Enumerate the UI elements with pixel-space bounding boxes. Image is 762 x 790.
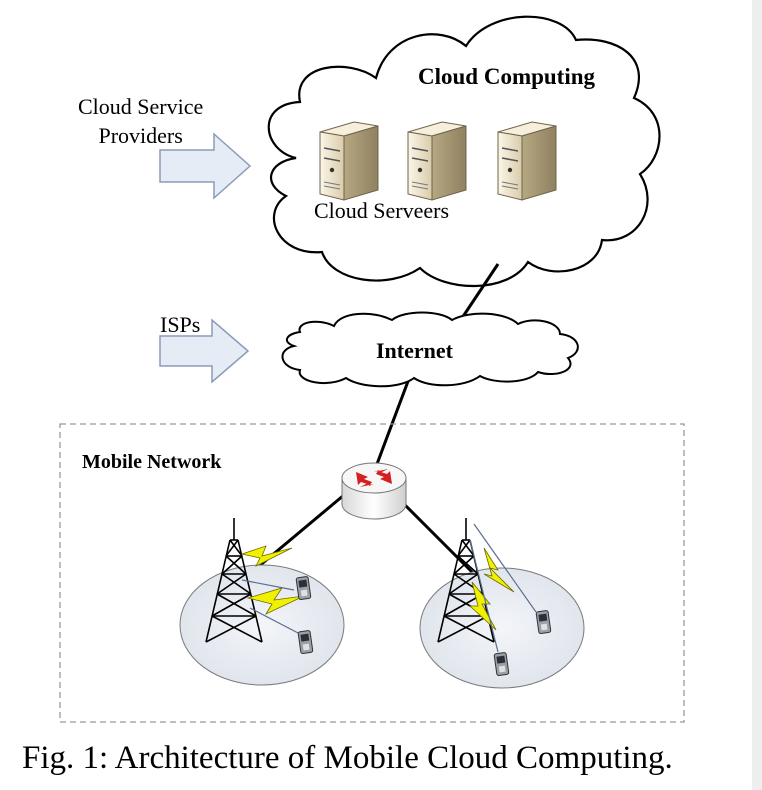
router-icon	[341, 462, 407, 520]
signal-line	[473, 523, 537, 613]
cell-coverage-right	[419, 567, 585, 689]
isps-label: ISPs	[160, 312, 201, 337]
mobile-phone-icon	[297, 630, 314, 655]
server-icon	[407, 121, 467, 201]
mobile-phone-icon	[535, 610, 552, 635]
signal-line	[241, 579, 295, 591]
mobile-phone-icon	[493, 652, 510, 677]
internet-cloud	[281, 311, 579, 388]
mobile-network-box	[59, 423, 685, 723]
link-router-tower-right	[398, 498, 476, 576]
lightning-icon	[240, 545, 293, 567]
isps-arrow	[159, 318, 250, 384]
mobile-network-label: Mobile Network	[82, 451, 222, 473]
page-edge-strip	[752, 0, 762, 790]
cloud-computing-label: Cloud Computing	[418, 64, 596, 89]
signal-line	[249, 607, 301, 635]
mobile-phone-icon	[295, 576, 312, 601]
lightning-icon	[483, 547, 515, 593]
server-icon	[319, 121, 379, 201]
cloud-service-providers-arrow	[159, 132, 252, 200]
server-icon	[497, 121, 557, 201]
link-cloud-internet	[456, 263, 500, 325]
cell-tower-icon	[205, 518, 263, 643]
figure-caption: Fig. 1: Architecture of Mobile Cloud Com…	[22, 740, 673, 776]
cell-coverage-left	[179, 564, 345, 686]
cloud-servers-label: Cloud Serveers	[314, 198, 450, 223]
cloud-service-providers-label: Cloud Service Providers	[78, 94, 204, 148]
signal-line	[469, 539, 499, 653]
internet-label: Internet	[376, 338, 453, 363]
